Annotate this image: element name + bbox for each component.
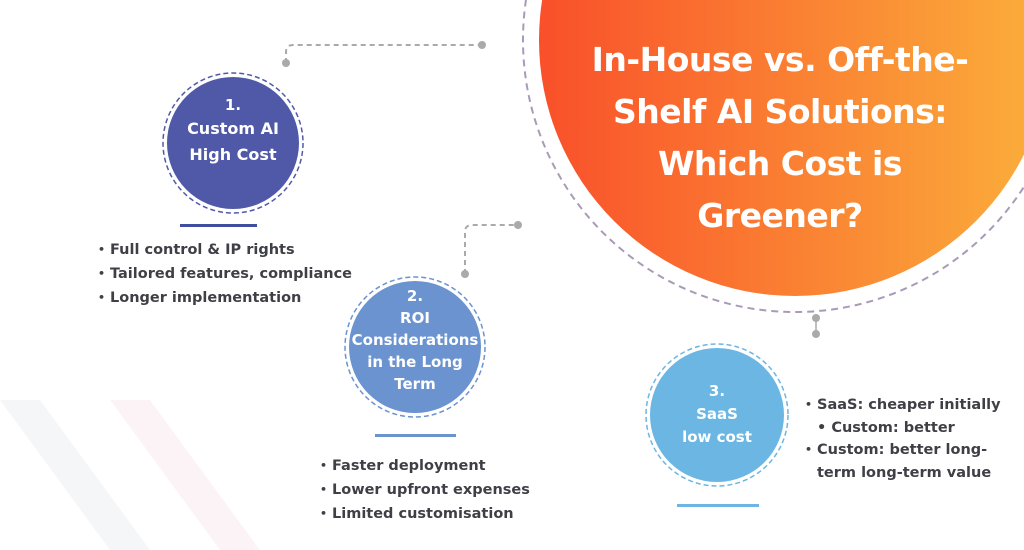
item-title-line: low cost [682,428,752,446]
item-title-line: Custom AI [187,119,279,138]
item-title-line: Term [394,375,436,393]
circle-1-label: 1. Custom AI High Cost [173,94,293,168]
bullet: Custom: better long-term long-term value [805,439,1010,484]
bullet: Tailored features, compliance [98,262,352,286]
bullet: Lower upfront expenses [320,478,530,502]
circle-3 [650,348,784,482]
title-circle-ring [522,0,1024,313]
item-title-line: SaaS [696,405,738,423]
underline-3 [677,504,759,507]
bullet: Longer implementation [98,286,352,310]
connector-3 [812,314,820,338]
title-line: In-House vs. Off-the- [591,40,969,79]
item-1-bullets: Full control & IP rights Tailored featur… [98,238,352,310]
underline-2 [375,434,456,437]
bullet: Limited customisation [320,502,530,526]
item-3-bullets: SaaS: cheaper initially • Custom: better… [805,394,1010,484]
item-number: 1. [224,96,242,114]
circle-2-label: 2. ROI Considerations in the Long Term [350,285,480,395]
background-stripes [0,400,260,550]
title: In-House vs. Off-the- Shelf AI Solutions… [580,34,980,242]
item-title-line: in the Long [367,353,463,371]
circle-2 [349,281,481,413]
bullet: SaaS: cheaper initially • Custom: better [805,394,1010,439]
bullet: Faster deployment [320,454,530,478]
circle-3-label: 3. SaaS low cost [657,380,777,449]
connector-1 [282,41,486,67]
underline-1 [180,224,257,227]
title-line: Greener? [697,196,863,235]
item-title-line: High Cost [189,145,277,164]
title-line: Which Cost is [658,144,903,183]
item-number: 2. [406,287,424,305]
item-title-line: ROI [400,309,430,327]
item-title-line: Considerations [351,331,479,349]
item-number: 3. [708,382,726,400]
title-circle [539,0,1024,296]
circle-1 [167,77,299,209]
bullet: Full control & IP rights [98,238,352,262]
item-2-bullets: Faster deployment Lower upfront expenses… [320,454,530,526]
connector-2 [461,221,522,278]
title-line: Shelf AI Solutions: [613,92,947,131]
